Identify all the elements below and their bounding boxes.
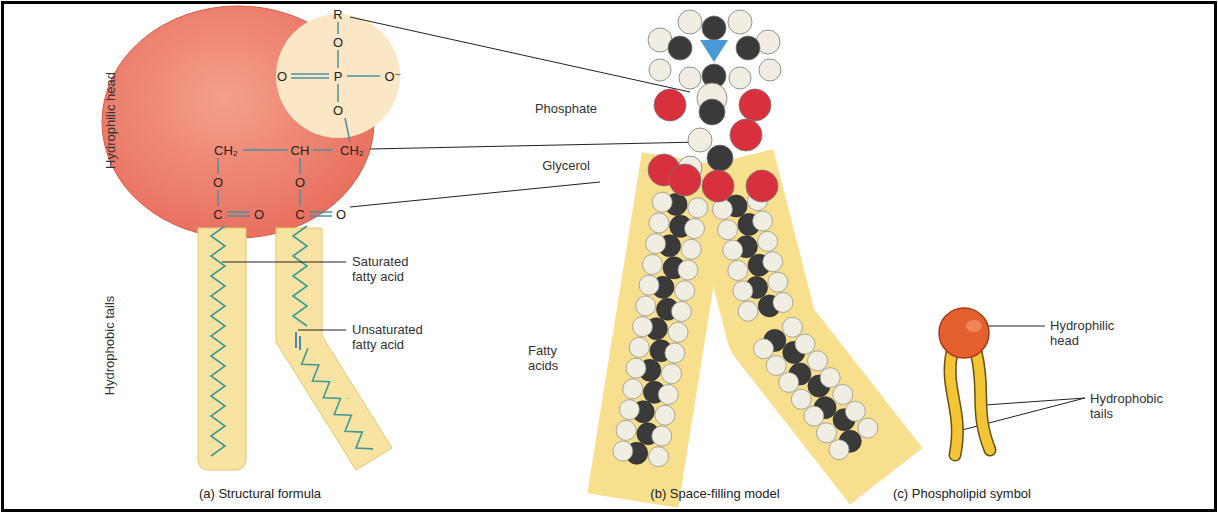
fatty-acid-chains	[211, 226, 373, 456]
hydrogen-atom	[649, 213, 669, 233]
hydrogen-atom	[758, 231, 778, 251]
chemical-symbol: O	[295, 175, 305, 190]
hydrogen-atom	[655, 405, 675, 425]
part-label: Hydrophilic head	[1050, 318, 1130, 348]
part-label: Glycerol	[542, 158, 590, 173]
space-filling-atoms	[613, 191, 878, 467]
hydrogen-atom	[795, 334, 815, 354]
part-label: Hydrophobic tails	[103, 295, 118, 395]
hydrogen-atom	[763, 252, 783, 272]
hydrogen-atom	[782, 317, 802, 337]
hydrogen-atom	[626, 358, 646, 378]
hydrogen-atom	[858, 418, 878, 438]
chemical-symbol: O	[254, 207, 264, 222]
chemical-bonds	[218, 22, 380, 216]
symbol-head	[939, 308, 989, 358]
hydrogen-atom	[681, 239, 701, 259]
hydrogen-atom	[623, 379, 643, 399]
hydrogen-atom	[768, 272, 788, 292]
chemical-symbol: O	[336, 207, 346, 222]
hydrogen-atom	[646, 234, 666, 254]
chemical-symbol: C	[295, 207, 304, 222]
panel-caption: (a) Structural formula	[199, 486, 321, 501]
part-label: Hydrophilic head	[103, 72, 118, 169]
chemical-symbol: CH₂	[214, 143, 238, 158]
hydrogen-atom	[766, 356, 786, 376]
fatty-acid-region	[640, 205, 858, 455]
hydrogen-atom	[636, 296, 656, 316]
head-atoms	[648, 10, 781, 202]
hydrogen-atom	[652, 192, 672, 212]
hydrogen-atom	[639, 275, 659, 295]
hydrogen-atom	[668, 322, 688, 342]
hydrogen-atom	[629, 337, 649, 357]
double-bond	[296, 332, 300, 350]
unsaturated-chain	[302, 348, 374, 449]
part-label: Phosphate	[535, 101, 597, 116]
hydrogen-atom	[791, 389, 811, 409]
hydrogen-atom	[658, 384, 678, 404]
hydrogen-atom	[808, 351, 828, 371]
hydrogen-atom	[642, 254, 662, 274]
chemical-symbol: O	[277, 69, 287, 84]
chemical-symbol: O	[333, 103, 343, 118]
hydrogen-atom	[738, 301, 758, 321]
chemical-symbol: O	[213, 175, 223, 190]
hydrogen-atom	[616, 420, 636, 440]
hydrogen-atom	[723, 240, 743, 260]
chemical-symbol: R	[333, 7, 342, 22]
hydrogen-atom	[684, 219, 704, 239]
chemical-symbol: O⁻	[385, 69, 402, 84]
hydrogen-atom	[652, 426, 672, 446]
hydrogen-atom	[619, 400, 639, 420]
saturated-chain	[211, 226, 225, 456]
part-label: Fatty acids	[528, 343, 588, 373]
unsaturated-chain	[293, 226, 307, 326]
part-label: Saturated fatty acid	[352, 254, 432, 284]
hydrogen-atom	[613, 441, 633, 461]
hydrogen-atom	[713, 199, 733, 219]
hydrogen-atom	[665, 343, 685, 363]
symbol-tails	[950, 352, 990, 455]
hydrogen-atom	[804, 406, 824, 426]
hydrogen-atom	[675, 281, 695, 301]
hydrogen-atom	[728, 260, 748, 280]
hydrogen-atom	[829, 440, 849, 460]
hydrogen-atom	[688, 198, 708, 218]
chemical-symbol: CH	[291, 143, 310, 158]
panel-caption: (c) Phospholipid symbol	[893, 486, 1031, 501]
hydrogen-atom	[662, 364, 682, 384]
chemical-symbol: C	[213, 207, 222, 222]
hydrogen-atom	[845, 401, 865, 421]
hydrogen-atom	[671, 302, 691, 322]
phosphate-circle	[276, 14, 400, 138]
chemical-symbol: CH₂	[340, 143, 364, 158]
hydrogen-atom	[733, 281, 753, 301]
symbol-highlight	[966, 320, 982, 332]
chemical-symbol: P	[334, 69, 343, 84]
part-label: Hydrophobic tails	[1090, 391, 1170, 421]
hydrogen-atom	[779, 372, 799, 392]
panel-caption: (b) Space-filling model	[650, 486, 779, 501]
hydrogen-atom	[678, 260, 698, 280]
hydrogen-atom	[718, 220, 738, 240]
hydrogen-atom	[773, 292, 793, 312]
hydrogen-atom	[753, 211, 773, 231]
hydrogen-atom	[754, 339, 774, 359]
hydrogen-atom	[816, 423, 836, 443]
hydrogen-atom	[648, 447, 668, 467]
hydrogen-atom	[820, 368, 840, 388]
part-label: Unsaturated fatty acid	[352, 322, 442, 352]
chemical-symbol: O	[333, 35, 343, 50]
hydrogen-atom	[633, 317, 653, 337]
hydrogen-atom	[833, 384, 853, 404]
